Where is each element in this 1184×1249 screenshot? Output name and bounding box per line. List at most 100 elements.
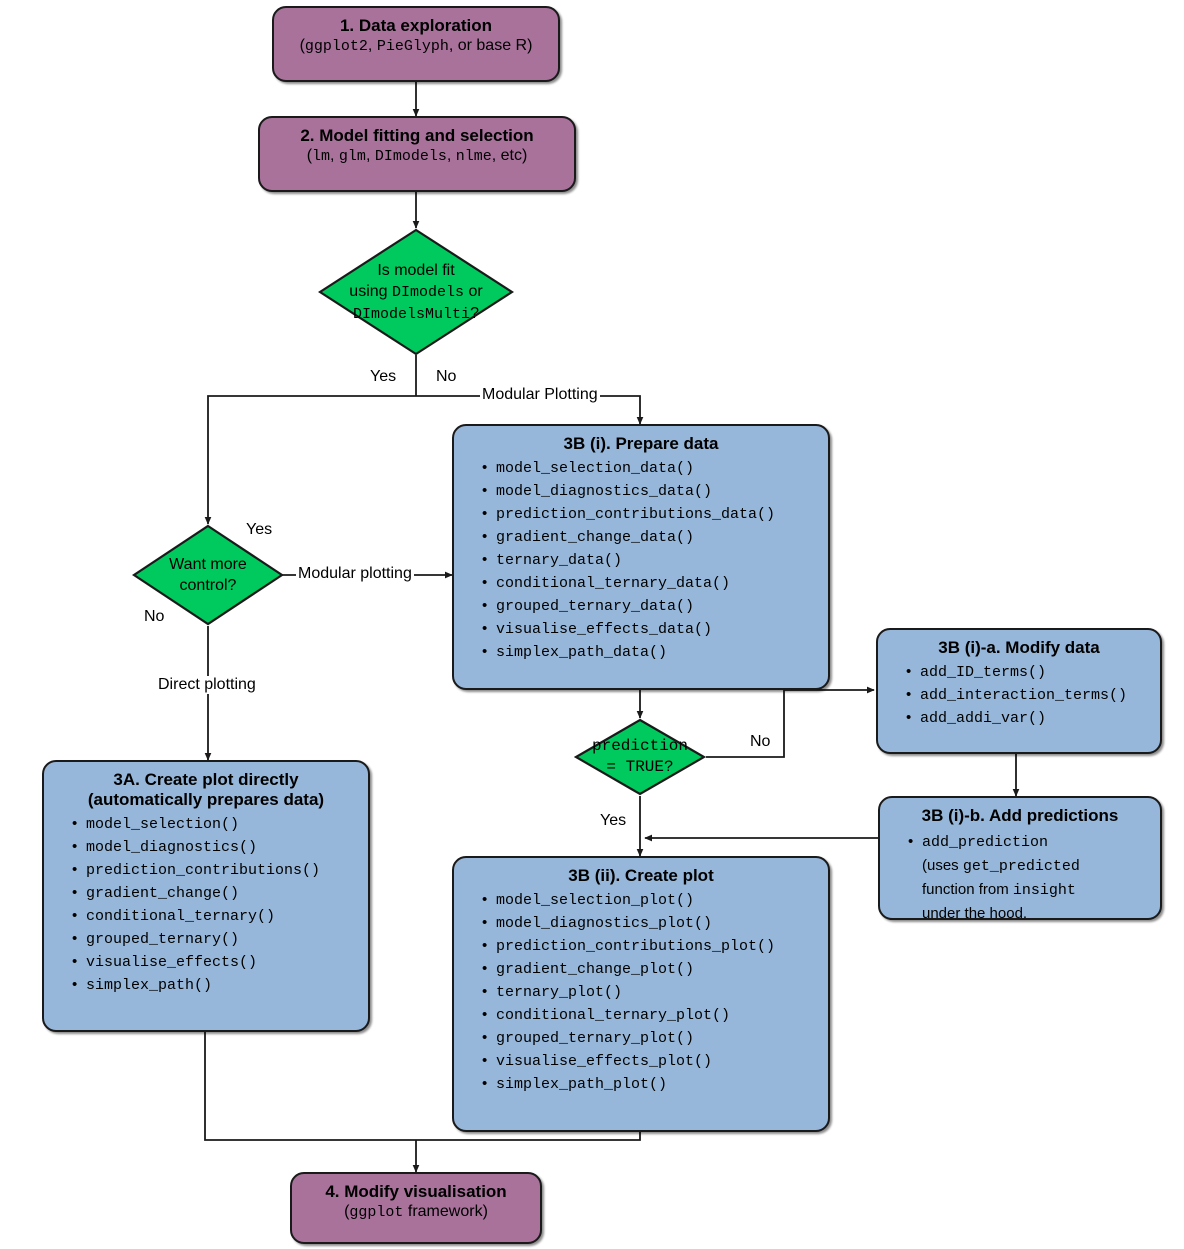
list-item: visualise_effects_data() <box>482 618 818 642</box>
list-item: add_prediction (uses get_predicted funct… <box>908 831 1150 927</box>
step4-pkg-ggplot: ggplot <box>349 1204 404 1222</box>
decision-prediction-true[interactable]: prediction = TRUE? <box>574 718 706 796</box>
list-item: conditional_ternary_data() <box>482 572 818 596</box>
step3bib-add-prediction: add_prediction <box>922 834 1049 852</box>
node-3bii-create-plot[interactable]: 3B (ii). Create plot model_selection_plo… <box>452 856 830 1132</box>
decision2-line2: control? <box>179 577 237 594</box>
step3bia-function-list: add_ID_terms() add_interaction_terms() a… <box>888 661 1150 731</box>
node-3bia-modify-data[interactable]: 3B (i)-a. Modify data add_ID_terms() add… <box>876 628 1162 754</box>
list-item: gradient_change_plot() <box>482 958 818 982</box>
list-item: prediction_contributions() <box>72 859 358 883</box>
step1-pkg-pieglyph: PieGlyph <box>376 38 449 56</box>
decision2-line1: Want more <box>169 555 247 573</box>
list-item: simplex_path_plot() <box>482 1073 818 1097</box>
decision1-using: using <box>349 282 392 300</box>
step1-sub-close: , or base R) <box>448 37 533 55</box>
step2-pkg-dimodels: DImodels <box>374 148 447 166</box>
step3bib-detail-list: add_prediction (uses get_predicted funct… <box>890 831 1150 927</box>
decision3-line2: = TRUE? <box>606 758 674 776</box>
list-item: visualise_effects() <box>72 951 358 975</box>
node-step4-modify-visualisation[interactable]: 4. Modify visualisation (ggplot framewor… <box>290 1172 542 1244</box>
node-3bib-add-predictions[interactable]: 3B (i)-b. Add predictions add_prediction… <box>878 796 1162 922</box>
decision-want-more-control[interactable]: Want more control? <box>132 524 284 626</box>
node-3a-create-plot-directly[interactable]: 3A. Create plot directly (automatically … <box>42 760 370 1032</box>
step3bib-insight: insight <box>1012 881 1076 899</box>
edge-label-d1-yes: Yes <box>368 368 399 386</box>
step3bib-get-predicted: get_predicted <box>962 857 1080 875</box>
list-item: model_selection_plot() <box>482 889 818 913</box>
step3bib-function-from: function from <box>922 880 1013 898</box>
step3bi-title: 3B (i). Prepare data <box>563 434 719 453</box>
step3bi-function-list: model_selection_data() model_diagnostics… <box>464 457 818 665</box>
edge-label-d2-yes: Yes <box>244 521 275 539</box>
list-item: grouped_ternary_data() <box>482 595 818 619</box>
edge-label-modular-plotting-caps: Modular Plotting <box>480 386 600 404</box>
step4-subtitle: (ggplot framework) <box>302 1202 530 1222</box>
list-item: add_interaction_terms() <box>906 684 1150 708</box>
list-item: grouped_ternary() <box>72 928 358 952</box>
list-item: add_addi_var() <box>906 707 1150 731</box>
decision1-text: Is model fit using DImodels or DImodelsM… <box>318 228 514 356</box>
decision1-dimodelsmulti: DImodelsMulti <box>353 305 471 323</box>
list-item: model_selection() <box>72 813 358 837</box>
list-item: simplex_path_data() <box>482 641 818 665</box>
step3bib-uses: (uses <box>922 856 963 874</box>
list-item: prediction_contributions_plot() <box>482 935 818 959</box>
edge-label-modular-plotting: Modular plotting <box>296 565 414 583</box>
step2-sep1: , <box>330 147 339 165</box>
decision1-line3: DImodelsMulti? <box>353 303 479 325</box>
edge-label-d3-yes: Yes <box>598 812 629 830</box>
edge-label-d2-no: No <box>142 608 167 626</box>
decision1-line2: using DImodels or <box>349 281 482 303</box>
step1-subtitle: (ggplot2, PieGlyph, or base R) <box>284 36 548 56</box>
step3bii-function-list: model_selection_plot() model_diagnostics… <box>464 889 818 1097</box>
step3bib-under-hood: under the hood. <box>922 904 1028 922</box>
decision1-qmark: ? <box>470 304 479 322</box>
list-item: conditional_ternary_plot() <box>482 1004 818 1028</box>
step1-sub-open: ( <box>299 37 305 55</box>
step1-pkg-ggplot2: ggplot2 <box>304 38 368 56</box>
step1-sep1: , <box>367 37 377 55</box>
node-3bi-prepare-data[interactable]: 3B (i). Prepare data model_selection_dat… <box>452 424 830 690</box>
list-item: conditional_ternary() <box>72 905 358 929</box>
step3a-title-line1: 3A. Create plot directly <box>113 770 299 789</box>
list-item: model_selection_data() <box>482 457 818 481</box>
step2-subtitle: (lm, glm, DImodels, nlme, etc) <box>270 146 564 166</box>
step3a-function-list: model_selection() model_diagnostics() pr… <box>54 813 358 998</box>
step1-title: 1. Data exploration <box>339 16 493 35</box>
step2-sep3: , <box>446 147 456 165</box>
step2-title: 2. Model fitting and selection <box>300 126 534 145</box>
step2-sub-close: , etc) <box>491 147 528 165</box>
list-item: gradient_change() <box>72 882 358 906</box>
step2-pkg-nlme: nlme <box>455 148 492 166</box>
decision3-line1: prediction <box>591 736 688 755</box>
step4-title: 4. Modify visualisation <box>325 1182 507 1201</box>
list-item: model_diagnostics_plot() <box>482 912 818 936</box>
list-item: add_ID_terms() <box>906 661 1150 685</box>
step3bia-title: 3B (i)-a. Modify data <box>938 638 1100 657</box>
edge-label-d3-no: No <box>748 733 773 751</box>
decision1-or: or <box>464 282 483 300</box>
list-item: model_diagnostics_data() <box>482 480 818 504</box>
list-item: simplex_path() <box>72 974 358 998</box>
edge-label-direct-plotting: Direct plotting <box>156 676 258 694</box>
step2-pkg-glm: glm <box>338 148 366 166</box>
node-step2-model-fitting[interactable]: 2. Model fitting and selection (lm, glm,… <box>258 116 576 192</box>
edge-label-d1-no: No <box>434 368 459 386</box>
step2-pkg-lm: lm <box>312 148 331 166</box>
list-item: ternary_plot() <box>482 981 818 1005</box>
decision1-dimodels: DImodels <box>392 283 465 301</box>
list-item: gradient_change_data() <box>482 526 818 550</box>
step3bii-title: 3B (ii). Create plot <box>568 866 714 885</box>
decision-model-fit-dimodels[interactable]: Is model fit using DImodels or DImodelsM… <box>318 228 514 356</box>
step2-sub-open: ( <box>306 147 313 165</box>
step3a-title: 3A. Create plot directly (automatically … <box>54 770 358 810</box>
decision2-text: Want more control? <box>132 524 284 626</box>
decision1-line1: Is model fit <box>377 261 455 279</box>
list-item: prediction_contributions_data() <box>482 503 818 527</box>
step4-sub-open: ( <box>344 1203 350 1221</box>
node-step1-data-exploration[interactable]: 1. Data exploration (ggplot2, PieGlyph, … <box>272 6 560 82</box>
step4-sub-close: framework) <box>403 1203 488 1221</box>
decision3-text: prediction = TRUE? <box>574 718 706 796</box>
step3bib-title: 3B (i)-b. Add predictions <box>921 806 1119 825</box>
